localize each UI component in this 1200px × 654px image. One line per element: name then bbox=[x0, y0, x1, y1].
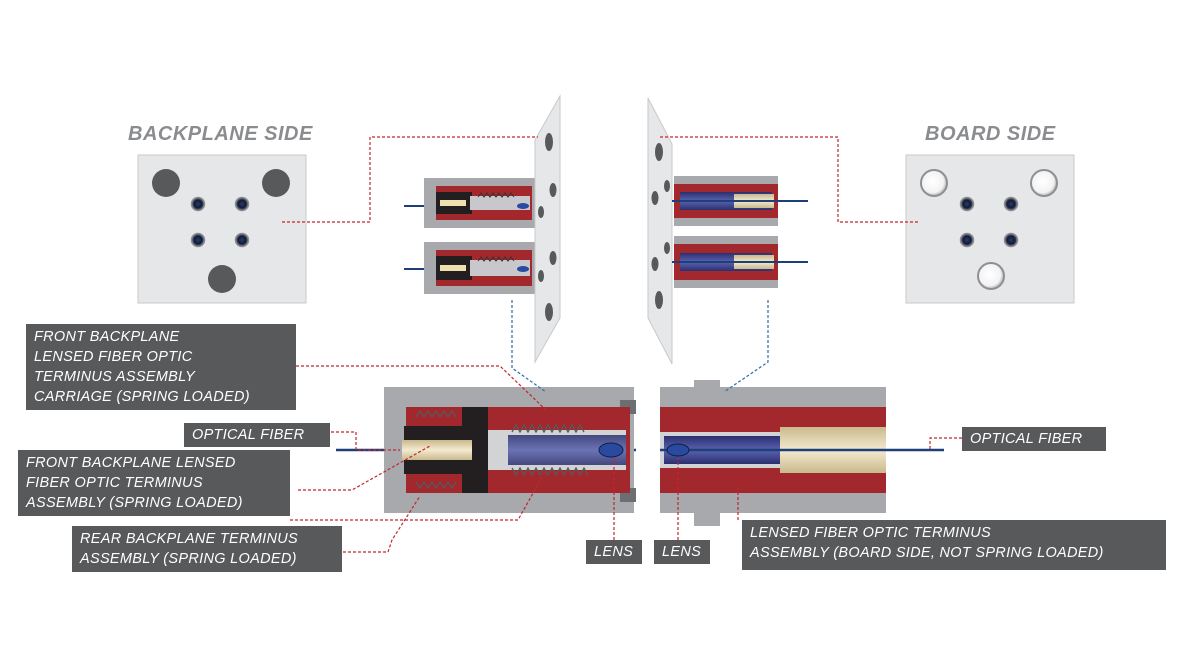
fiber-pin-icon bbox=[959, 232, 975, 248]
panel-leader-lines bbox=[511, 300, 769, 393]
small-backplane-assembly-bottom bbox=[404, 242, 560, 294]
backplane-plate-holes bbox=[538, 133, 557, 321]
rear-terminus-callout: REAR BACKPLANE TERMINUS ASSEMBLY (SPRING… bbox=[72, 526, 342, 572]
guide-hole-icon bbox=[977, 262, 1005, 290]
carriage-callout: FRONT BACKPLANE LENSED FIBER OPTIC TERMI… bbox=[26, 324, 296, 410]
board-panel-plate bbox=[647, 97, 673, 365]
small-board-assembly-bottom bbox=[672, 236, 808, 288]
board-plate-holes bbox=[651, 143, 670, 309]
fiber-pin-icon bbox=[1003, 196, 1019, 212]
leader-lines bbox=[282, 136, 962, 553]
fiber-pin-icon bbox=[190, 196, 206, 212]
lens-ellipse-icon bbox=[598, 442, 624, 458]
backplane-side-title: BACKPLANE SIDE bbox=[128, 123, 313, 145]
backplane-panel-plate bbox=[534, 94, 561, 364]
board-face-panel bbox=[905, 154, 1075, 304]
large-board-assembly bbox=[660, 380, 944, 526]
guide-hole-icon bbox=[262, 169, 290, 197]
lens-ellipse-icon bbox=[666, 443, 690, 457]
fiber-pin-icon bbox=[234, 196, 250, 212]
board-side-title: BOARD SIDE bbox=[925, 123, 1056, 145]
optical-fiber-right-callout: OPTICAL FIBER bbox=[962, 427, 1106, 451]
fiber-pin-icon bbox=[1003, 232, 1019, 248]
board-terminus-callout: LENSED FIBER OPTIC TERMINUS ASSEMBLY (BO… bbox=[742, 520, 1166, 570]
front-terminus-callout: FRONT BACKPLANE LENSED FIBER OPTIC TERMI… bbox=[18, 450, 290, 516]
optical-fiber-left-callout: OPTICAL FIBER bbox=[184, 423, 330, 447]
fiber-pin-icon bbox=[190, 232, 206, 248]
large-backplane-assembly bbox=[336, 387, 636, 513]
small-backplane-assembly-top bbox=[404, 178, 560, 228]
guide-hole-icon bbox=[152, 169, 180, 197]
guide-hole-icon bbox=[208, 265, 236, 293]
fiber-pin-icon bbox=[959, 196, 975, 212]
lens-right-callout: LENS bbox=[654, 540, 710, 564]
backplane-face-panel bbox=[137, 154, 307, 304]
small-board-assembly-top bbox=[672, 176, 808, 226]
lens-left-callout: LENS bbox=[586, 540, 642, 564]
guide-hole-icon bbox=[920, 169, 948, 197]
fiber-pin-icon bbox=[234, 232, 250, 248]
guide-hole-icon bbox=[1030, 169, 1058, 197]
spring-coil-icon bbox=[415, 409, 589, 490]
